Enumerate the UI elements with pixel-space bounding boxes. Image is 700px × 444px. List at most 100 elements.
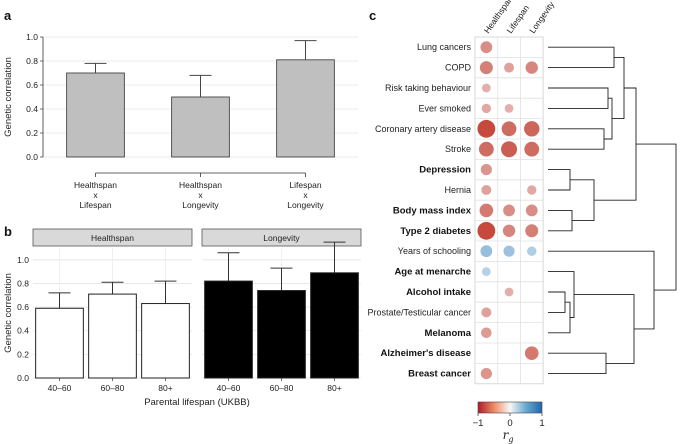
dendrogram-branch <box>548 352 607 375</box>
correlation-circle <box>524 121 540 137</box>
panel-a-y-axis-label: Genetic correlation <box>3 57 14 137</box>
row-label: Type 2 diabetes <box>400 226 471 237</box>
row-label: Breast cancer <box>408 369 471 380</box>
correlation-circle <box>501 121 517 137</box>
correlation-circle <box>477 119 496 138</box>
row-label: Depression <box>419 165 471 176</box>
panel-c-dendrogram <box>548 46 677 375</box>
panel-b-bar-chart: Healthspan 40–60 60–80 80+ Longevity 40–60 60–… <box>3 228 362 408</box>
x-tick-label: 80+ <box>327 383 341 393</box>
correlation-circle <box>477 221 496 240</box>
correlation-circle <box>527 246 537 256</box>
correlation-circle <box>525 61 538 74</box>
bar <box>171 96 230 158</box>
panel-b-facets: Healthspan 40–60 60–80 80+ Longevity 40–60 60–… <box>17 228 362 393</box>
facet-strip <box>32 228 193 247</box>
row-label: Stroke <box>445 144 471 154</box>
correlation-circle <box>481 83 491 93</box>
panel-a-bars <box>66 40 335 158</box>
x-tick-label: Healthspan <box>179 180 222 190</box>
correlation-circle <box>524 346 539 361</box>
correlation-circle <box>525 204 538 217</box>
panel-letter-a: a <box>4 8 12 23</box>
x-tick-label: Healthspan <box>74 180 117 190</box>
colorbar-tick-label: −1 <box>473 418 484 429</box>
colorbar-label: rg <box>503 428 514 444</box>
dendrogram-branch <box>548 301 571 334</box>
bar <box>257 290 306 379</box>
correlation-circle <box>503 204 515 217</box>
correlation-circle <box>480 164 492 176</box>
x-tick-label: 80+ <box>158 383 172 393</box>
y-tick-label: 0.2 <box>17 349 29 359</box>
colorbar-tick-label: 0 <box>507 418 512 429</box>
correlation-circle <box>525 224 539 238</box>
row-label: Alcohol intake <box>406 287 471 298</box>
row-label: Hernia <box>444 185 471 195</box>
panel-a-x-axis: HealthspanxLifespanHealthspanxLongevityL… <box>74 172 324 210</box>
correlation-circle <box>504 287 514 297</box>
row-label: Body mass index <box>393 205 472 216</box>
x-tick-label: 40–60 <box>48 383 72 393</box>
column-label: Longevity <box>527 0 556 35</box>
row-label: Risk taking behaviour <box>385 83 471 93</box>
facet-strip <box>201 228 362 247</box>
y-tick-label: 1.0 <box>26 32 38 42</box>
x-tick-label: Longevity <box>287 200 324 210</box>
correlation-circle <box>481 267 491 276</box>
x-tick-label: 60–80 <box>101 383 125 393</box>
dendrogram-branch <box>548 128 605 150</box>
y-tick-label: 0.8 <box>17 278 29 288</box>
dendrogram-branch <box>570 179 595 222</box>
correlation-circle <box>479 61 493 75</box>
row-label: Alzheimer's disease <box>381 348 471 359</box>
correlation-circle <box>502 224 516 237</box>
panel-c-grid <box>474 36 544 385</box>
y-tick-label: 0.4 <box>17 326 29 336</box>
row-label: Coronary artery disease <box>375 124 471 134</box>
x-tick-label: x <box>198 190 203 200</box>
correlation-circle <box>481 327 492 339</box>
row-label: Ever smoked <box>418 103 471 113</box>
correlation-circle <box>504 104 514 113</box>
correlation-circle <box>480 368 492 380</box>
x-tick-label: 40–60 <box>217 383 241 393</box>
row-label: COPD <box>445 63 472 73</box>
correlation-circle <box>480 245 493 258</box>
bar <box>276 59 335 158</box>
y-tick-label: 0.2 <box>26 128 38 138</box>
dendrogram-branch <box>548 250 655 330</box>
bar <box>141 303 190 379</box>
dendrogram-branch <box>636 143 677 291</box>
correlation-circle <box>527 185 537 195</box>
panel-letter-c: c <box>369 8 376 23</box>
facet-strip-label: Healthspan <box>91 233 134 243</box>
row-label: Prostate/Testicular cancer <box>367 307 471 317</box>
correlation-circle <box>481 103 492 114</box>
correlation-circle <box>503 245 515 257</box>
correlation-circle <box>478 141 494 157</box>
panel-a-bar-chart: 0.00.20.40.60.81.0 Genetic correlation H… <box>3 32 358 210</box>
panel-letter-b: b <box>4 224 12 239</box>
dendrogram-branch <box>548 169 571 191</box>
correlation-circle <box>501 141 518 158</box>
y-tick-label: 0.8 <box>26 56 38 66</box>
facet-strip-label: Longevity <box>263 233 300 243</box>
y-tick-label: 0.6 <box>26 80 38 90</box>
x-tick-label: Longevity <box>182 200 219 210</box>
correlation-circle <box>481 307 492 318</box>
x-tick-label: 60–80 <box>270 383 294 393</box>
bar <box>204 280 253 379</box>
y-tick-label: 1.0 <box>17 255 29 265</box>
x-tick-label: x <box>93 190 98 200</box>
colorbar-gradient <box>477 401 543 414</box>
dendrogram-branch <box>548 87 609 109</box>
y-tick-label: 0.0 <box>17 373 29 383</box>
y-tick-label: 0.4 <box>26 104 38 114</box>
